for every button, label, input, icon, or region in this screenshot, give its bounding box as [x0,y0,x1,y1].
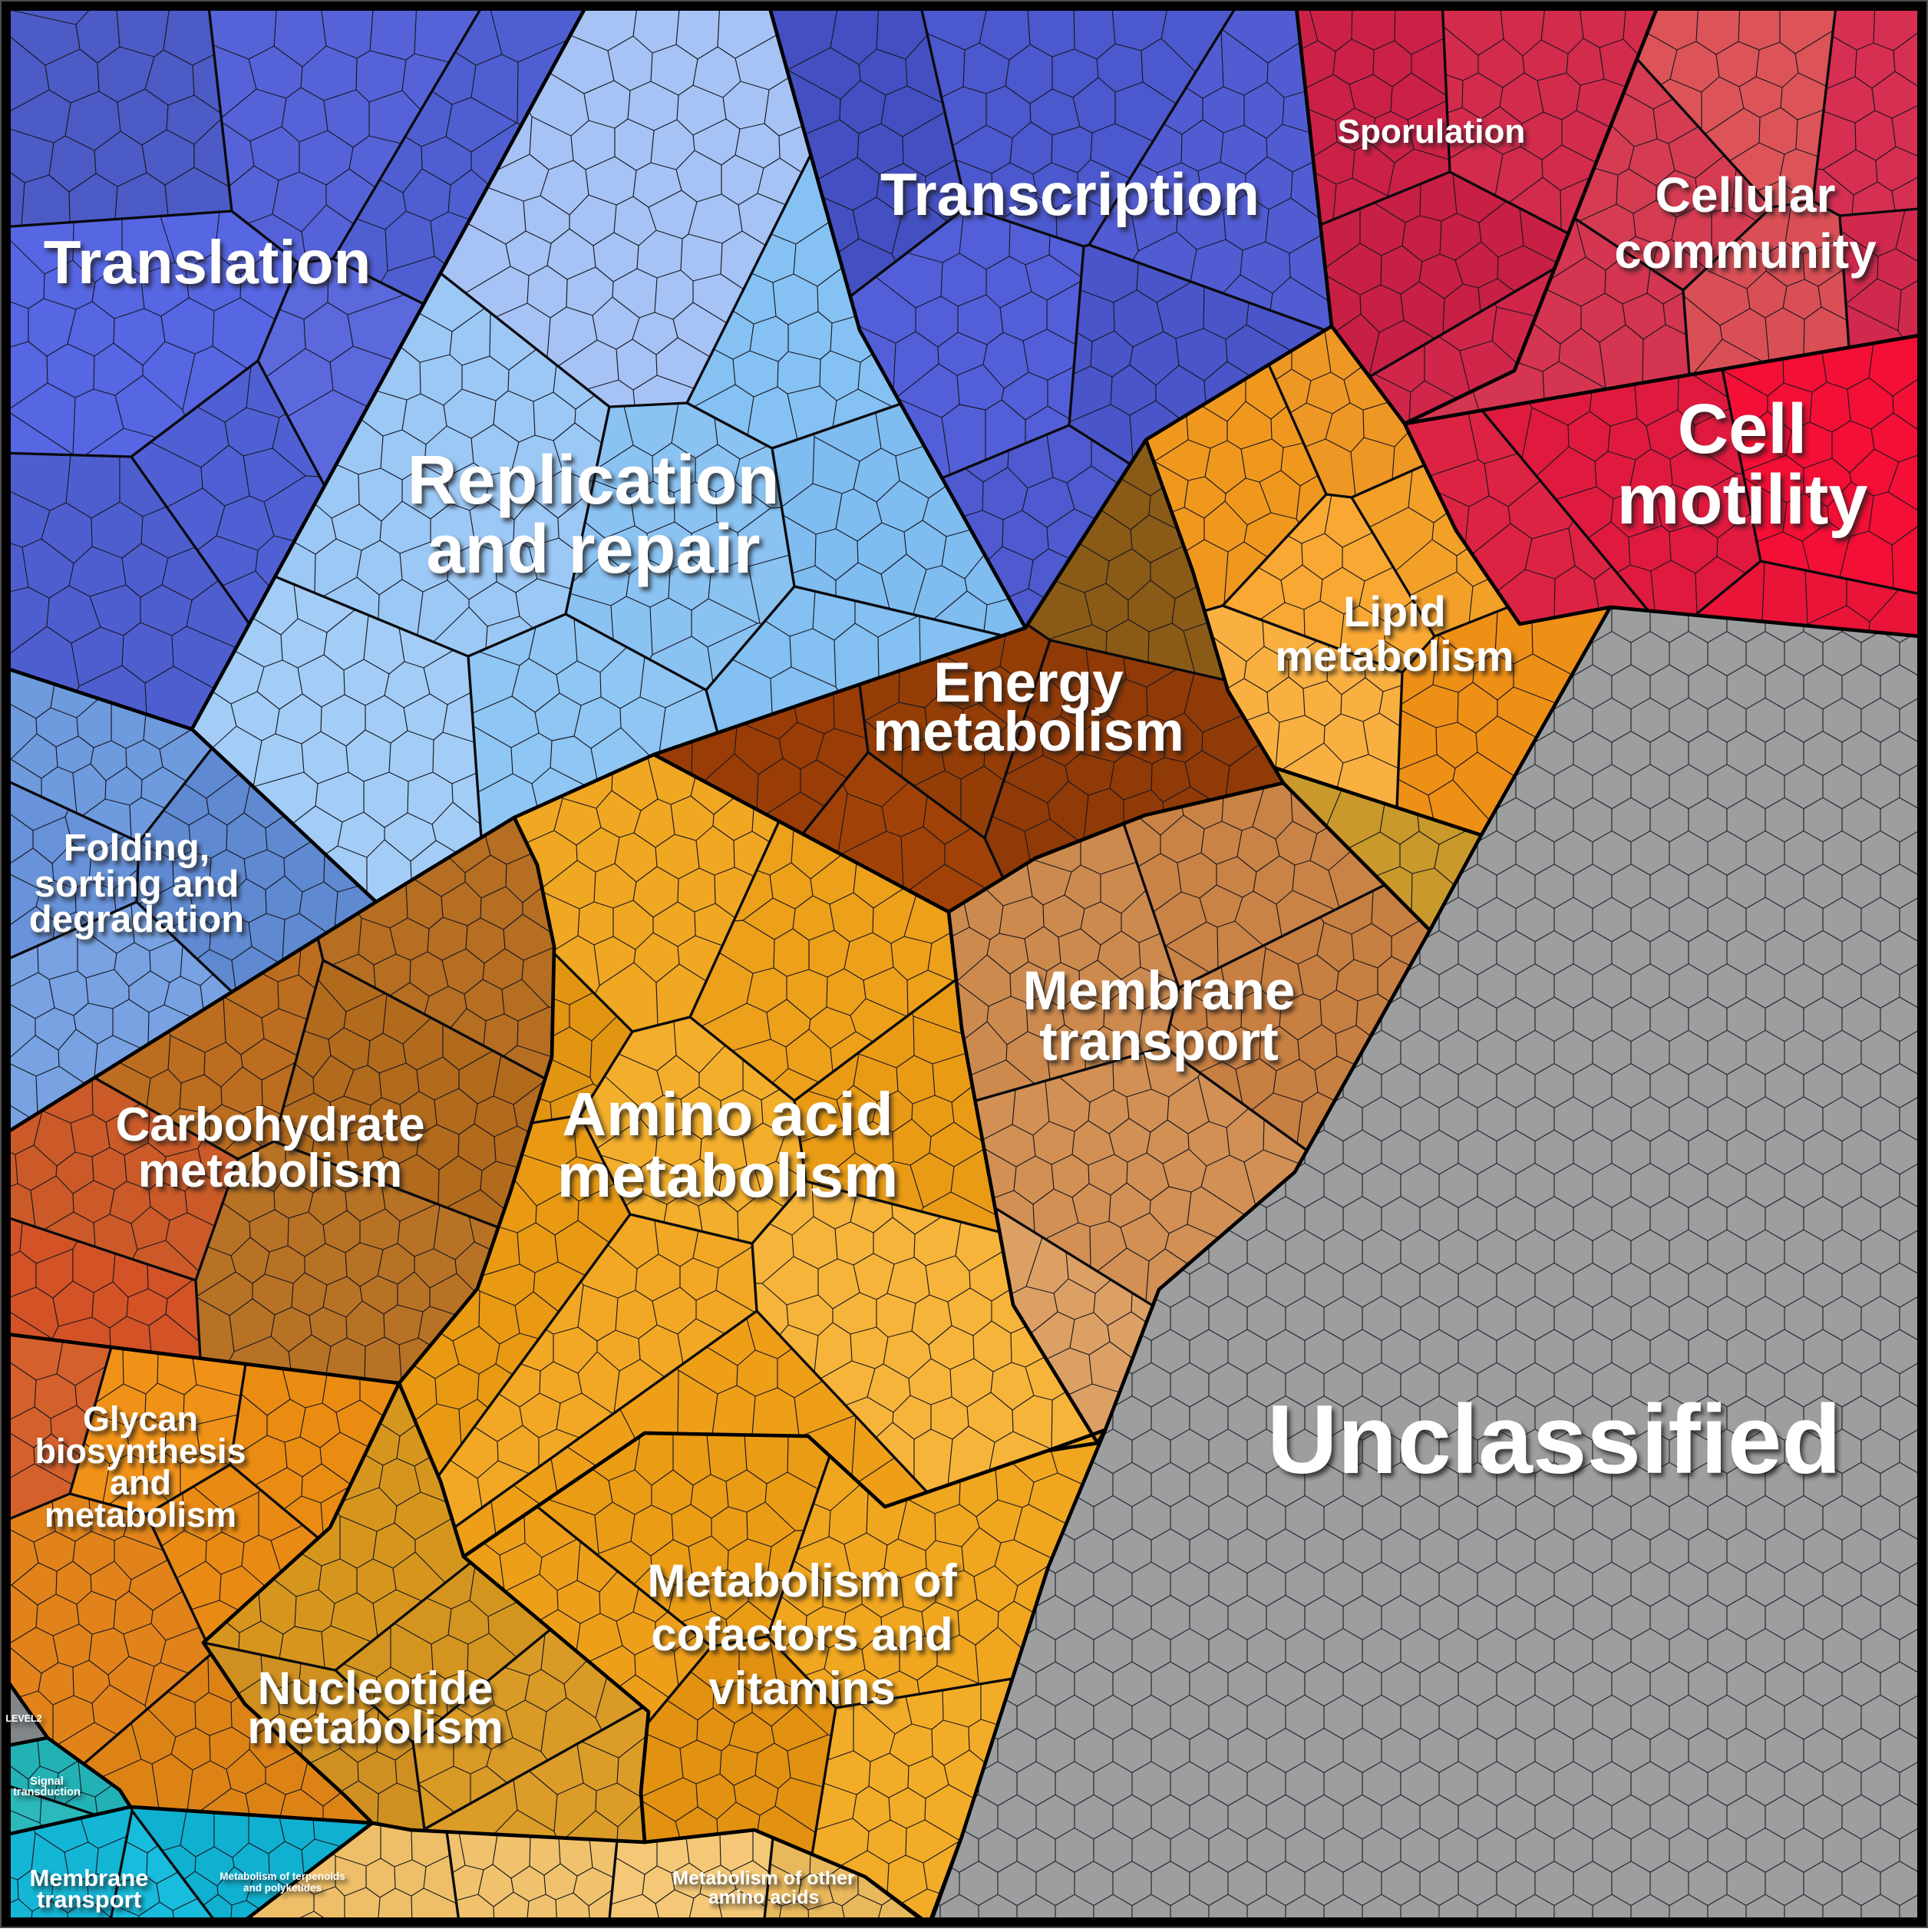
svg-text:Transcription: Transcription [883,164,1263,232]
svg-text:LEVEL2: LEVEL2 [8,1717,45,1728]
svg-text:LEVEL2: LEVEL2 [5,1713,41,1724]
svg-text:Unclassified: Unclassified [1270,1389,1844,1498]
svg-text:Unclassified: Unclassified [1267,1385,1841,1494]
svg-text:Translation: Translation [44,228,371,296]
svg-text:Sporulation: Sporulation [1338,113,1525,150]
svg-text:Transcription: Transcription [880,160,1259,228]
svg-text:Sporulation: Sporulation [1341,117,1528,154]
svg-text:Translation: Translation [47,232,375,300]
